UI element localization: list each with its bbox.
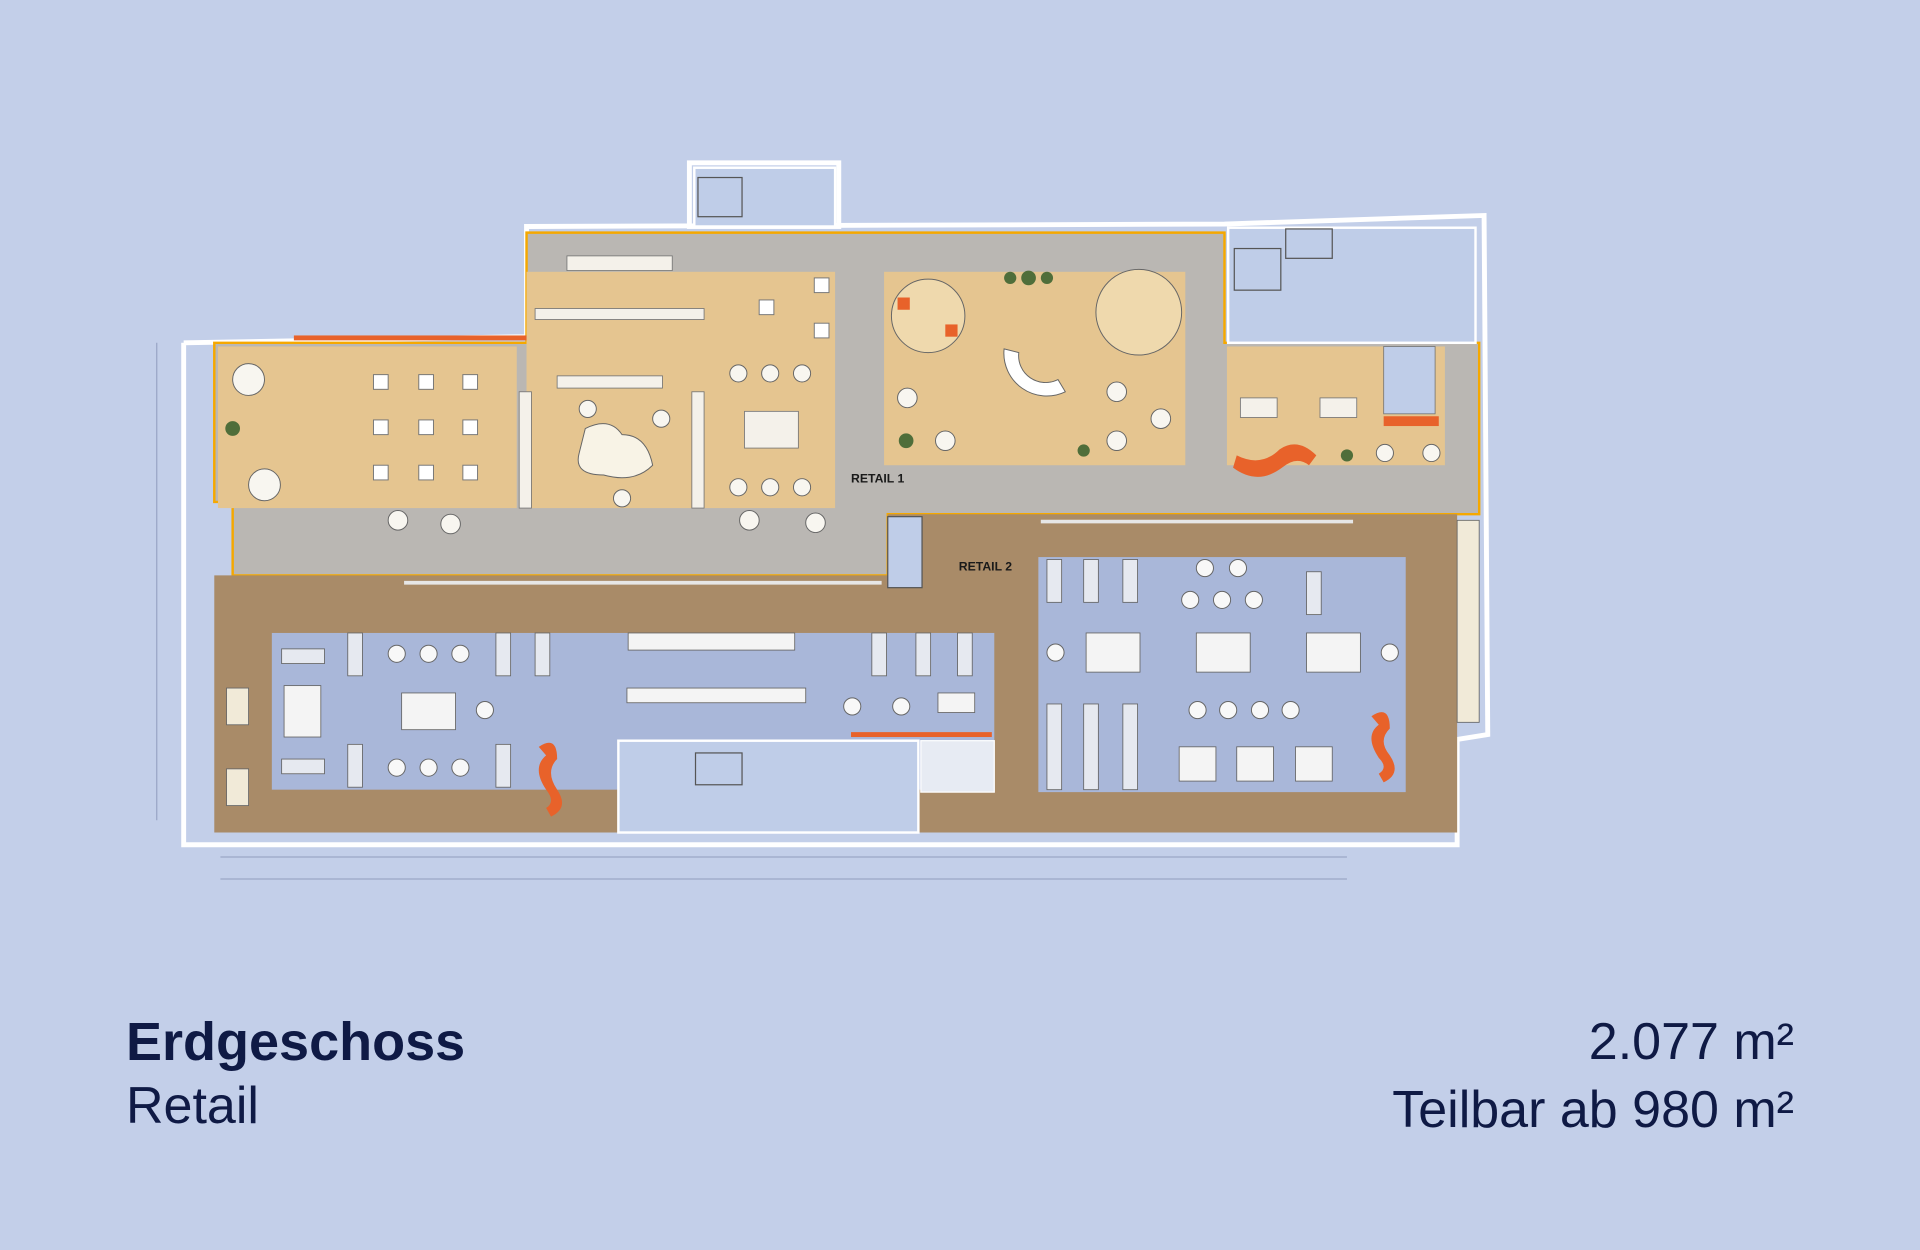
partition-lines <box>404 519 1354 585</box>
floor-area: 2.077 m² <box>1588 1013 1794 1071</box>
facade-lines <box>156 342 1347 880</box>
lift-core <box>887 516 923 589</box>
floor-use: Retail <box>126 1077 259 1135</box>
stair-core-top <box>693 166 837 228</box>
zone-label-retail-1: RETAIL 1 <box>851 471 904 485</box>
tables <box>232 268 1441 535</box>
divisible-area: Teilbar ab 980 m² <box>1392 1081 1794 1139</box>
shelves <box>226 519 1480 807</box>
floor-title: Erdgeschoss <box>126 1012 466 1072</box>
orange-seating-retail-2 <box>538 712 1395 817</box>
zone-label-retail-2: RETAIL 2 <box>959 560 1012 574</box>
plants <box>225 270 1354 462</box>
service-core-right <box>1226 226 1477 345</box>
orange-seating <box>293 297 1439 477</box>
display-squares <box>372 277 830 481</box>
counters <box>518 255 1436 509</box>
round-tables-retail-2 <box>387 559 1399 777</box>
entrance-lobby <box>617 739 995 834</box>
